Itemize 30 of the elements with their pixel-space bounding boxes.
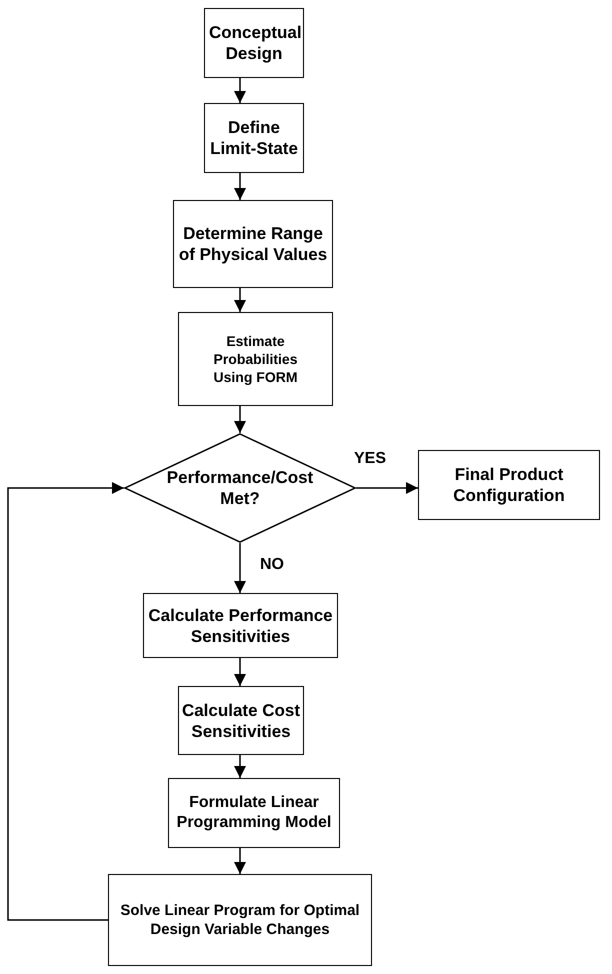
process-box	[173, 200, 333, 288]
process-box	[143, 593, 338, 658]
step-label: Calculate Cost Sensitivities	[181, 700, 301, 742]
step-label: Final Product Configuration	[452, 464, 566, 506]
arrow	[234, 755, 246, 778]
arrow	[234, 173, 246, 200]
process-box	[204, 8, 304, 78]
step-label: Define Limit-State	[209, 117, 299, 159]
arrow	[356, 482, 418, 494]
arrow	[234, 543, 246, 593]
step-label: Estimate Probabilities Using FORM	[212, 332, 299, 386]
process-box	[204, 103, 304, 173]
arrow	[234, 658, 246, 686]
arrow	[234, 848, 246, 874]
step-label: Determine Range of Physical Values	[178, 223, 328, 265]
step-label: Calculate Performance Sensitivities	[147, 604, 334, 646]
step-label: Conceptual Design	[209, 22, 299, 64]
process-box	[108, 874, 372, 966]
decision-label: Performance/Cost Met?	[166, 467, 314, 509]
arrow	[234, 406, 246, 433]
process-box	[178, 686, 304, 755]
arrow	[234, 288, 246, 312]
arrow	[7, 482, 124, 921]
process-box	[168, 778, 340, 848]
step-label: Solve Linear Program for Optimal Design Variable Changes	[119, 901, 361, 939]
process-box	[178, 312, 333, 406]
process-box	[418, 450, 600, 520]
step-label: Formulate Linear Programming Model	[176, 793, 332, 833]
arrow	[234, 78, 246, 103]
decision-diamond	[124, 433, 356, 543]
